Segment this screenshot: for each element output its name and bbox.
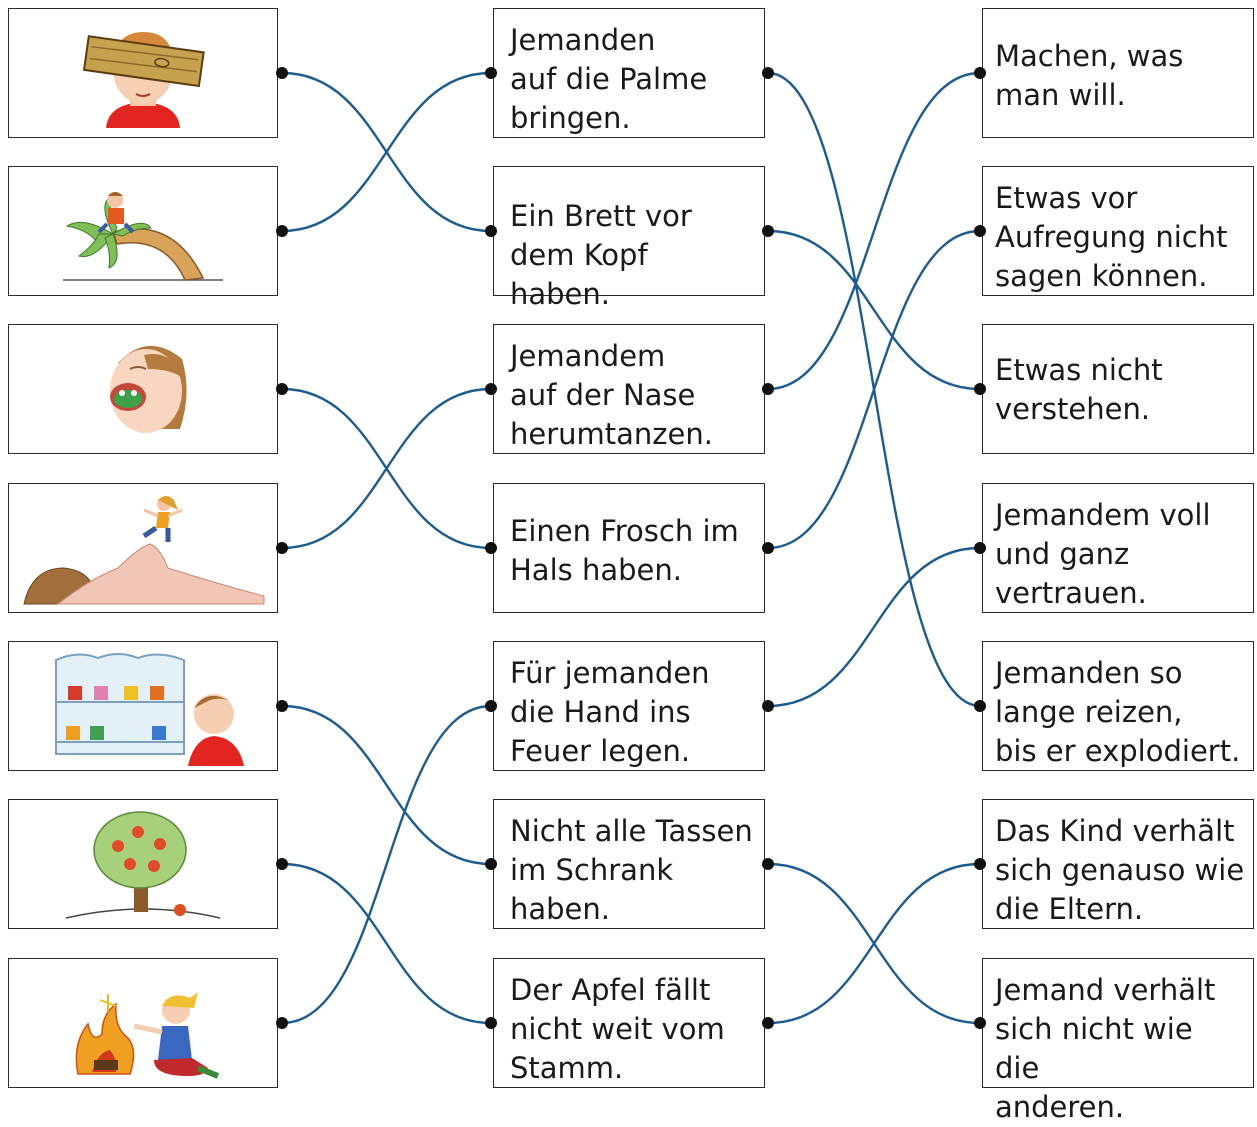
meaning-card[interactable]: Das Kind verhält sich genauso wie die El… [982,799,1254,929]
idiom-text: Ein Brett vor dem Kopf haben. [510,199,692,311]
connection-line [767,229,981,391]
meaning-card[interactable]: Etwas vor Aufregung nicht sagen können. [982,166,1254,296]
dancing-on-nose-icon [23,496,265,605]
connection-line [281,387,492,550]
picture-card-frog[interactable] [8,324,278,454]
connection-line [281,71,492,233]
picture-card-board[interactable] [8,8,278,138]
frog-in-mouth-icon [110,345,187,433]
idiom-text: Jemanden auf die Palme bringen. [510,23,708,135]
connection-line [767,71,981,391]
idiom-card[interactable]: Nicht alle Tassen im Schrank haben. [493,799,765,929]
connection-line [281,704,492,1025]
meaning-text: Etwas nicht verstehen. [995,353,1163,426]
meaning-card[interactable]: Machen, was man will. [982,8,1254,138]
meaning-text: Jemand verhält sich nicht wie die andere… [995,973,1216,1124]
meaning-text: Das Kind verhält sich genauso wie die El… [995,814,1245,926]
idiom-text: Jemandem auf der Nase herumtanzen. [510,339,713,451]
picture-card-nose[interactable] [8,483,278,613]
idiom-card[interactable]: Jemanden auf die Palme bringen. [493,8,765,138]
meaning-card[interactable]: Jemandem voll und ganz vertrauen. [982,483,1254,613]
connection-line [281,387,492,550]
connection-line [281,71,492,233]
picture-card-cups[interactable] [8,641,278,771]
connection-line [767,546,981,708]
meaning-text: Etwas vor Aufregung nicht sagen können. [995,181,1228,293]
idiom-text: Der Apfel fällt nicht weit vom Stamm. [510,973,725,1085]
meaning-card[interactable]: Etwas nicht verstehen. [982,324,1254,454]
connection-line [281,704,492,866]
connection-line [767,862,981,1025]
idiom-text: Für jemanden die Hand ins Feuer legen. [510,656,710,768]
meaning-text: Jemandem voll und ganz vertrauen. [995,498,1211,610]
meaning-text: Machen, was man will. [995,39,1184,112]
idiom-text: Einen Frosch im Hals haben. [510,514,739,587]
picture-card-apple-tree[interactable] [8,799,278,929]
apple-tree-icon [65,811,221,919]
connection-line [767,862,981,1025]
meaning-card[interactable]: Jemand verhält sich nicht wie die andere… [982,958,1254,1124]
idiom-card[interactable]: Ein Brett vor dem Kopf haben. [493,166,765,311]
idiom-card[interactable]: Für jemanden die Hand ins Feuer legen. [493,641,765,771]
connection-line [767,71,981,708]
meaning-text: Jemanden so lange reizen, bis er explodi… [995,656,1241,768]
idiom-card[interactable]: Einen Frosch im Hals haben. [493,483,765,613]
connection-line [767,229,981,550]
meaning-card[interactable]: Jemanden so lange reizen, bis er explodi… [982,641,1254,771]
hand-in-fire-icon [75,992,220,1079]
idiom-card[interactable]: Der Apfel fällt nicht weit vom Stamm. [493,958,765,1088]
picture-card-fire[interactable] [8,958,278,1088]
cups-in-cupboard-icon [55,653,244,766]
connection-line [281,862,492,1025]
boy-on-palm-tree-icon [63,192,223,281]
picture-card-palm[interactable] [8,166,278,296]
idiom-text: Nicht alle Tassen im Schrank haben. [510,814,753,926]
idiom-card[interactable]: Jemandem auf der Nase herumtanzen. [493,324,765,454]
board-over-head-icon [82,32,205,128]
